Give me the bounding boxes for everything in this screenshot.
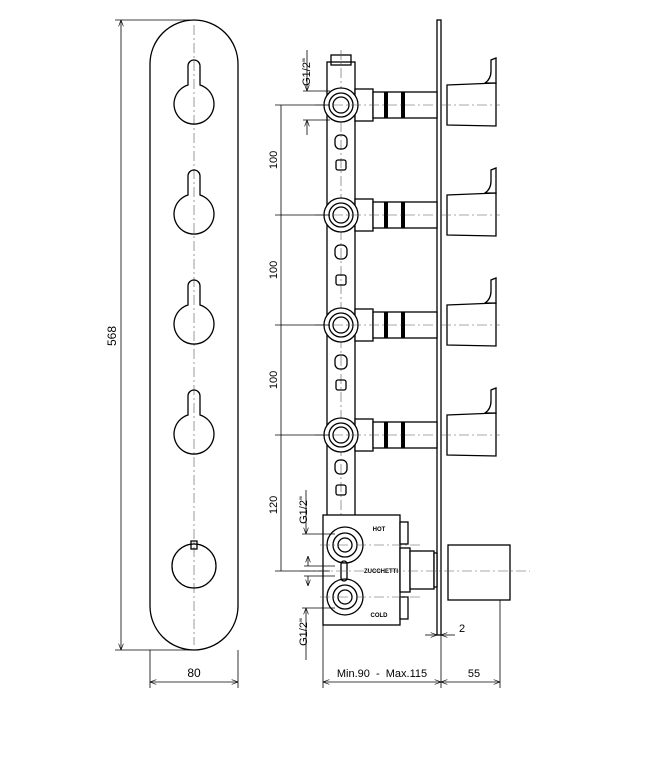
diverter-port-3 bbox=[315, 277, 500, 347]
dimension-depth: Min.90 - Max.115 55 2 bbox=[322, 600, 501, 688]
diverter-port-1 bbox=[315, 57, 500, 127]
valve-hole-1 bbox=[173, 59, 215, 125]
thread-mid-label: G1/2" bbox=[298, 496, 310, 524]
depth-range-label: Min.90 - Max.115 bbox=[337, 668, 427, 680]
plate-thickness-label: 2 bbox=[459, 623, 465, 635]
handle-depth-label: 55 bbox=[468, 668, 480, 680]
manifold-slot-2 bbox=[334, 244, 348, 286]
diverter-port-2 bbox=[315, 167, 500, 237]
diverter-port-4 bbox=[315, 387, 500, 457]
mixer-knob bbox=[447, 544, 511, 601]
thread-bottom-label: G1/2" bbox=[298, 618, 310, 646]
dimension-plate-width: 80 bbox=[149, 650, 239, 688]
thermostatic-mixer-body: HOT COLD ZUCCHETTI bbox=[300, 514, 530, 626]
spacing-2-label: 100 bbox=[268, 261, 280, 279]
front-plate bbox=[149, 19, 239, 651]
diverter-handle-1 bbox=[446, 57, 497, 127]
side-view: HOT COLD ZUCCHETTI bbox=[300, 19, 530, 636]
diverter-handle-4 bbox=[446, 387, 497, 457]
manifold-slot-1 bbox=[334, 134, 348, 171]
dim-568-label: 568 bbox=[105, 326, 119, 346]
cold-label: COLD bbox=[371, 613, 389, 619]
dim-80-label: 80 bbox=[187, 666, 201, 680]
spacing-3-label: 100 bbox=[268, 371, 280, 389]
manifold-slot-4 bbox=[334, 459, 348, 496]
diverter-handle-2 bbox=[446, 167, 497, 237]
brand-label: ZUCCHETTI bbox=[364, 569, 398, 575]
valve-hole-2 bbox=[173, 169, 215, 235]
diverter-handle-3 bbox=[446, 277, 497, 347]
valve-hole-4 bbox=[173, 389, 215, 455]
spacing-4-label: 120 bbox=[268, 496, 280, 514]
thread-top-label: G1/2" bbox=[301, 58, 313, 86]
thread-dims: G1/2" G1/2" G1/2" bbox=[298, 50, 335, 660]
manifold-slot-3 bbox=[334, 354, 348, 391]
dimension-spacings: 100 100 100 120 bbox=[268, 104, 330, 572]
mixer-hole bbox=[171, 540, 217, 589]
spacing-1-label: 100 bbox=[268, 151, 280, 169]
dimension-total-height: 568 bbox=[105, 19, 190, 651]
hot-label: HOT bbox=[373, 527, 386, 533]
valve-hole-3 bbox=[173, 279, 215, 345]
